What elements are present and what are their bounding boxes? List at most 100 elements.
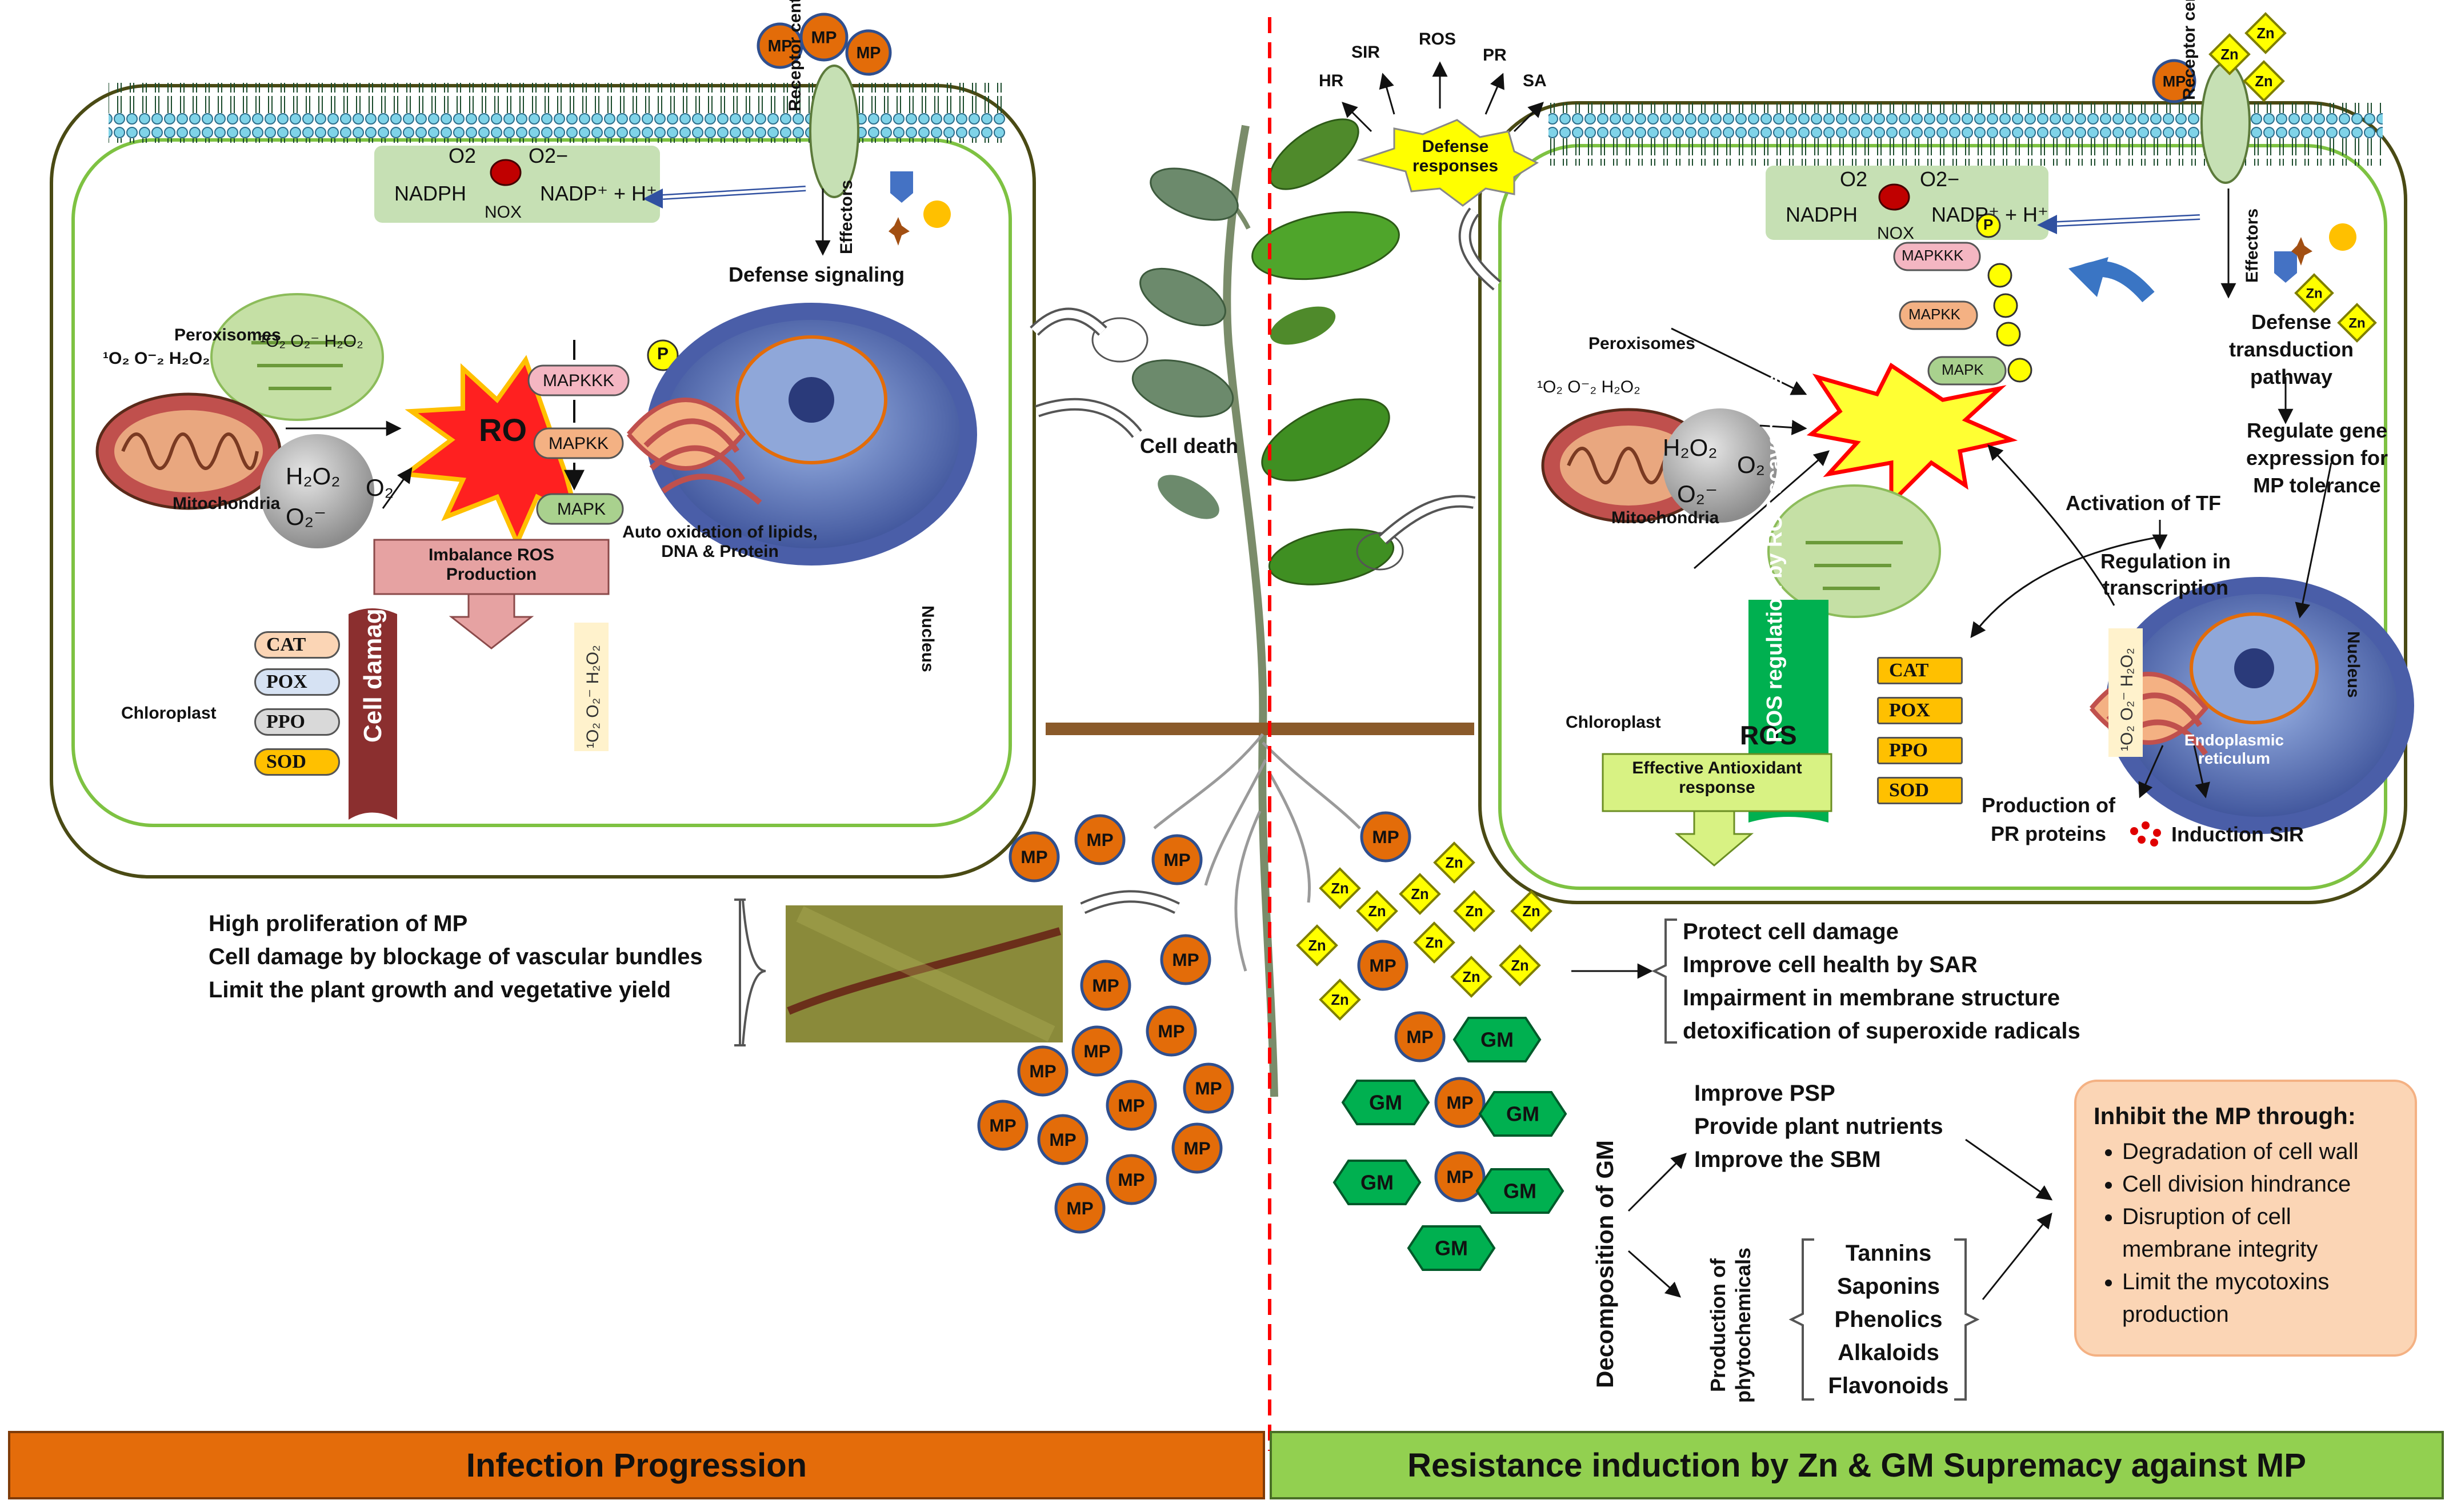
- mp-token: MP: [1434, 1151, 1486, 1202]
- gm-token: GM: [1475, 1168, 1564, 1214]
- effective-antioxidant-label: Effective Antioxidant response: [1632, 759, 1802, 797]
- left-nadph: NADPH: [394, 182, 467, 205]
- svg-text:MP: MP: [1369, 955, 1396, 976]
- resp-hr: HR: [1319, 71, 1344, 90]
- right-cell: [1478, 62, 2414, 904]
- left-h2o2: H₂O₂: [286, 463, 341, 490]
- plant: [1030, 118, 1502, 1097]
- mp-token: MP: [1183, 1062, 1234, 1114]
- svg-text:MP: MP: [1092, 975, 1119, 996]
- left-nucleus-cell: [626, 303, 977, 566]
- left-mapkk: MAPKK: [549, 434, 609, 453]
- svg-text:MP: MP: [1172, 949, 1199, 970]
- zn-token: Zn: [1453, 890, 1495, 932]
- right-cat: CAT: [1877, 657, 1963, 684]
- left-chloro-species: ¹O₂ O₂⁻ H₂O₂: [260, 332, 363, 351]
- left-effectors-label: Effectors: [837, 179, 856, 254]
- zn-token: Zn: [1433, 841, 1475, 884]
- svg-text:MP: MP: [2163, 73, 2186, 90]
- left-pox: POX: [254, 668, 340, 696]
- defense-responses-label: Defense responses: [1412, 137, 1499, 175]
- right-nox-o2-radical: O2−: [1920, 167, 1960, 191]
- right-phospho-p: P: [1983, 216, 1994, 233]
- svg-text:Zn: Zn: [1308, 938, 1326, 954]
- zn-token: Zn: [2244, 12, 2287, 54]
- svg-text:MP: MP: [1163, 849, 1190, 870]
- mp-token: MP: [2152, 59, 2196, 103]
- infection-effect: High proliferation of MP: [209, 911, 468, 936]
- resp-sir: SIR: [1351, 43, 1380, 62]
- left-ros-vertical: ¹O₂ O₂⁻ H₂O₂: [583, 645, 602, 748]
- right-ros-label: ROS: [1740, 720, 1797, 750]
- svg-text:Zn: Zn: [1445, 855, 1463, 871]
- right-o2-radical: O₂⁻: [1677, 480, 1718, 507]
- gm-effect: Provide plant nutrients: [1694, 1114, 1943, 1139]
- svg-text:Zn: Zn: [1331, 881, 1348, 897]
- mp-token: MP: [1357, 940, 1408, 991]
- right-nox-o2: O2: [1840, 167, 1868, 191]
- zn-token: Zn: [1499, 944, 1541, 986]
- right-mapk: MAPK: [1942, 361, 1984, 378]
- svg-text:MP: MP: [1158, 1021, 1185, 1041]
- svg-text:MP: MP: [1118, 1169, 1145, 1190]
- svg-text:MP: MP: [811, 29, 837, 47]
- mp-token: MP: [1080, 960, 1131, 1011]
- infected-root-photo: [786, 905, 1063, 1042]
- svg-text:MP: MP: [1195, 1078, 1222, 1098]
- right-mapkk: MAPKK: [1908, 306, 1961, 323]
- mp-token: MP: [1394, 1011, 1446, 1062]
- phytochemicals-list: Tannins Saponins Phenolics Alkaloids Fla…: [1826, 1237, 1951, 1402]
- left-cell: [50, 65, 1036, 879]
- svg-text:MP: MP: [857, 44, 881, 62]
- mp-token: MP: [1171, 1122, 1223, 1174]
- inhibit-item: Disruption of cell membrane integrity: [2122, 1201, 2398, 1266]
- svg-text:MP: MP: [768, 37, 793, 55]
- gm-effect: Improve PSP: [1694, 1081, 1835, 1106]
- gm-token: GM: [1341, 1080, 1430, 1125]
- left-ros-label: RO: [479, 412, 527, 448]
- gm-token: GM: [1478, 1091, 1567, 1137]
- mp-token: MP: [1054, 1182, 1106, 1234]
- svg-text:Zn: Zn: [1511, 958, 1528, 974]
- svg-text:MP: MP: [1372, 827, 1399, 847]
- left-mapkkk: MAPKKK: [543, 371, 615, 390]
- mp-token: MP: [1160, 934, 1211, 985]
- svg-text:GM: GM: [1480, 1028, 1514, 1052]
- right-nucleus-cell: [2089, 577, 2414, 834]
- mp-token: MP: [1037, 1114, 1089, 1165]
- right-peroxisomes-label: Peroxisomes: [1588, 334, 1695, 353]
- right-ros-species: ¹O₂ O⁻₂ H₂O₂: [1537, 378, 1640, 396]
- right-pox: POX: [1877, 697, 1963, 724]
- svg-text:MP: MP: [1066, 1198, 1093, 1218]
- left-membrane: [109, 83, 1006, 143]
- mp-token: MP: [1146, 1005, 1197, 1057]
- svg-text:MP: MP: [1049, 1129, 1076, 1150]
- svg-text:Zn: Zn: [2256, 26, 2274, 42]
- left-nox-o2-radical: O2−: [529, 144, 569, 167]
- regulation-transcription-label: Regulation in transcription: [2100, 550, 2231, 599]
- inhibit-title: Inhibit the MP through:: [2094, 1102, 2356, 1129]
- left-sod: SOD: [254, 748, 340, 776]
- mp-token: MP: [845, 29, 892, 76]
- phytochemical: Tannins: [1845, 1241, 1932, 1266]
- right-nox: NOX: [1877, 224, 1915, 243]
- left-nadp: NADP⁺ + H⁺: [540, 182, 658, 205]
- gm-token: GM: [1407, 1225, 1496, 1271]
- auto-oxidation-label: Auto oxidation of lipids, DNA & Protein: [622, 523, 818, 561]
- right-chloroplast: [1767, 484, 1941, 618]
- right-h2o2: H₂O₂: [1663, 434, 1718, 461]
- left-receptor-label: Receptor center: [786, 0, 805, 111]
- right-ros-vertical: ¹O₂ O₂⁻ H₂O₂: [2118, 648, 2136, 751]
- zn-token: Zn: [2294, 273, 2334, 313]
- svg-text:Zn: Zn: [1465, 904, 1483, 920]
- zn-effect: Impairment in membrane structure: [1683, 985, 2060, 1010]
- defense-signaling-label: Defense signaling: [729, 263, 905, 286]
- mp-token: MP: [1106, 1080, 1157, 1131]
- inhibit-item: Limit the mycotoxins production: [2122, 1266, 2398, 1331]
- defense-burst: [1356, 119, 1539, 207]
- left-nox: NOX: [485, 203, 522, 222]
- left-cat: CAT: [254, 631, 340, 659]
- infection-progression-bar: Infection Progression: [8, 1431, 1265, 1499]
- right-nucleus-label: Nucleus: [2344, 631, 2363, 698]
